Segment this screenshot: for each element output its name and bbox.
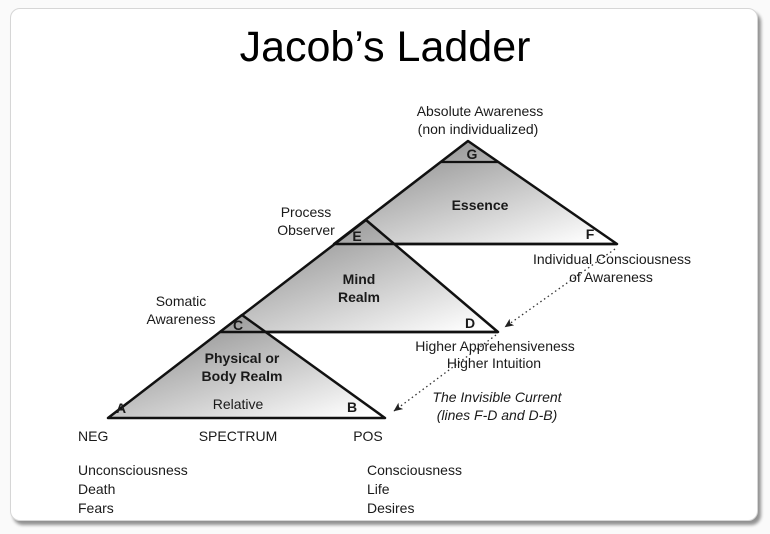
individual-consciousness-line2: of Awareness [569, 269, 653, 285]
process-observer-line1: Process [281, 204, 332, 220]
vertex-label-e: E [352, 228, 361, 244]
individual-consciousness-line1: Individual Consciousness [533, 251, 691, 267]
vertex-label-c: C [233, 317, 243, 333]
somatic-awareness-line1: Somatic [156, 293, 207, 309]
vertex-label-f: F [586, 226, 595, 242]
mind-label-line2: Realm [338, 289, 380, 305]
spectrum-label: SPECTRUM [199, 428, 278, 444]
neg-list-item-unconsciousness: Unconsciousness [78, 462, 188, 478]
relative-label: Relative [213, 396, 264, 412]
pos-list-item-life: Life [367, 481, 390, 497]
dotted-arrow-d-to-b [393, 334, 497, 412]
apex-caption-line1: Absolute Awareness [417, 103, 544, 119]
pos-label: POS [353, 428, 383, 444]
process-observer-line2: Observer [277, 222, 335, 238]
pos-list-item-desires: Desires [367, 500, 414, 516]
invisible-current-line2: (lines F-D and D-B) [437, 407, 558, 423]
pos-list-item-consciousness: Consciousness [367, 462, 462, 478]
apex-caption-line2: (non individualized) [418, 121, 539, 137]
mind-label-line1: Mind [343, 271, 376, 287]
essence-label: Essence [452, 197, 509, 213]
somatic-awareness-line2: Awareness [146, 311, 215, 327]
vertex-label-b: B [347, 399, 357, 415]
higher-intuition-label: Higher Intuition [447, 355, 541, 371]
vertex-label-d: D [465, 315, 475, 331]
vertex-label-g: G [467, 146, 478, 162]
neg-list-item-fears: Fears [78, 500, 114, 516]
body-label-line1: Physical or [205, 350, 280, 366]
neg-label: NEG [78, 428, 108, 444]
vertex-label-a: A [116, 400, 126, 416]
body-label-line2: Body Realm [202, 368, 283, 384]
invisible-current-line1: The Invisible Current [432, 389, 562, 405]
neg-list-item-death: Death [78, 481, 115, 497]
page-title: Jacob’s Ladder [240, 23, 531, 71]
higher-apprehensiveness-label: Higher Apprehensiveness [415, 338, 575, 354]
body-realm-triangle [106, 313, 387, 420]
